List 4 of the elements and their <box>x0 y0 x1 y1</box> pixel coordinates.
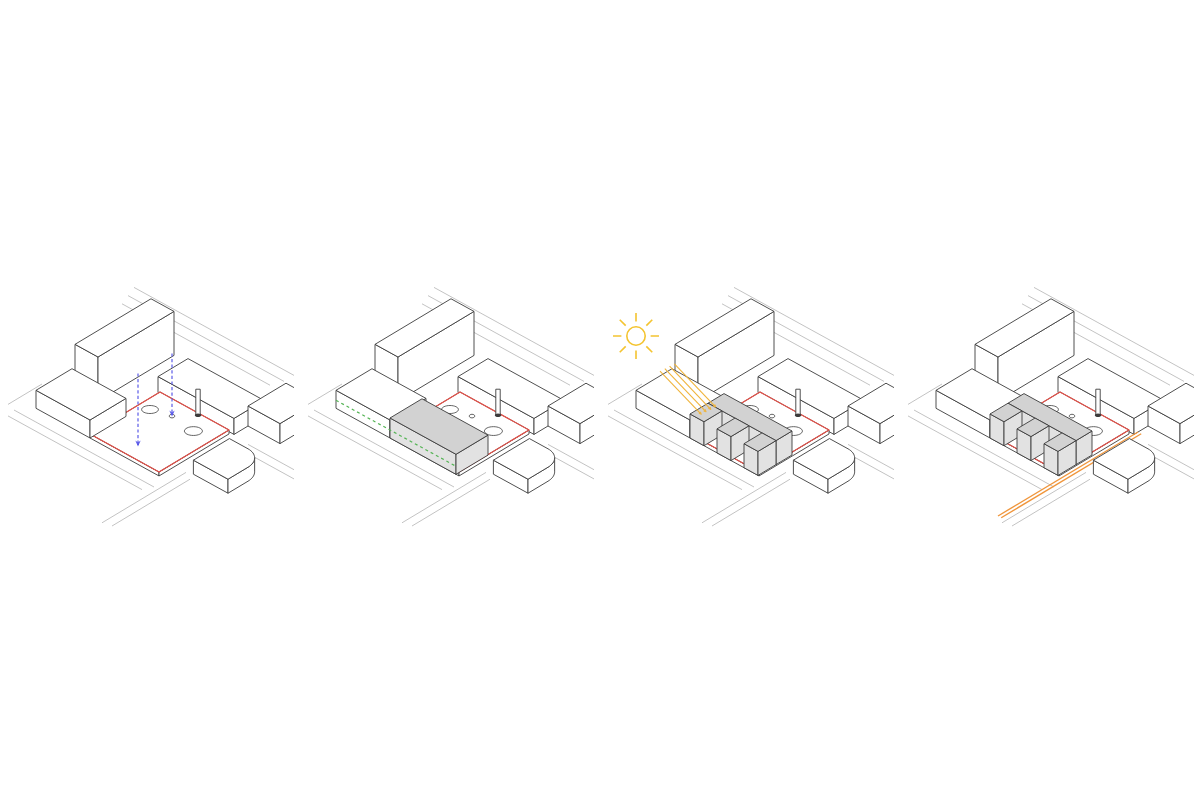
axonometric-drawing <box>607 287 895 527</box>
axonometric-drawing <box>907 287 1195 527</box>
axonometric-drawing <box>7 287 295 527</box>
axonometric-drawing <box>307 287 595 527</box>
